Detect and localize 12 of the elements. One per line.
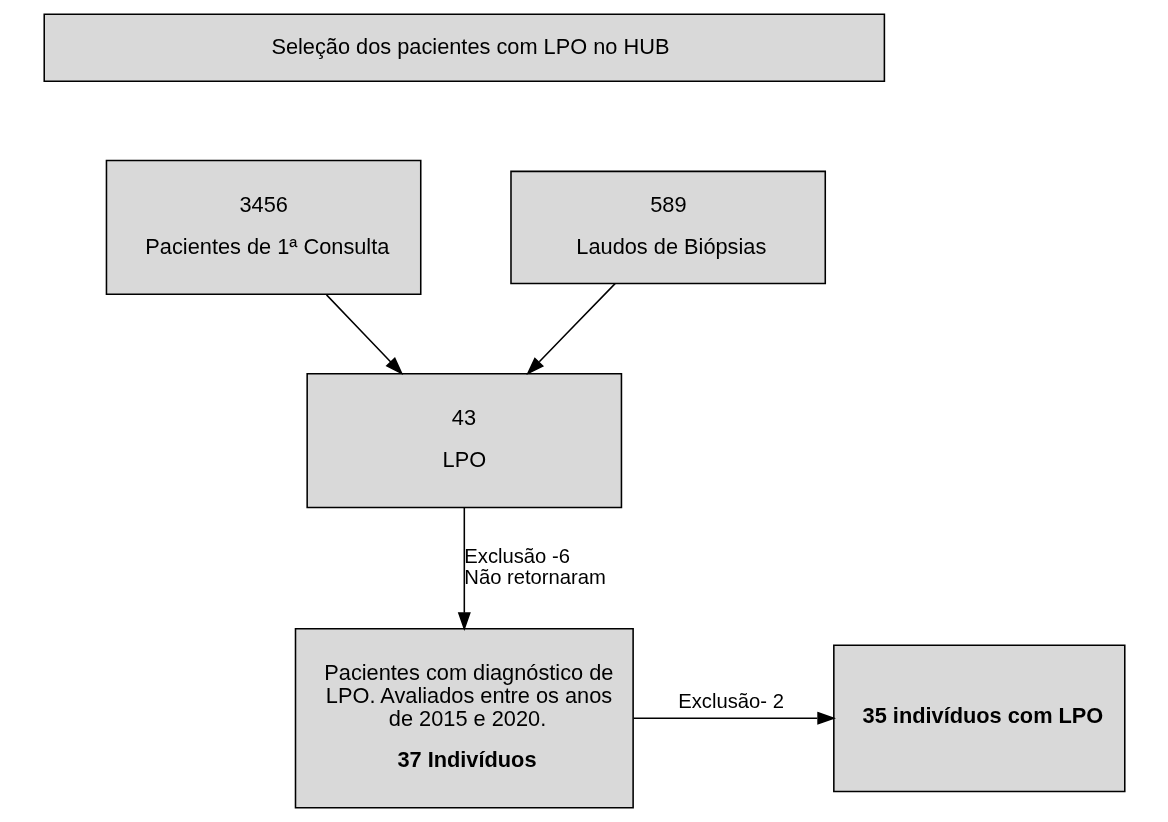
node-box: 589 Laudos de Biópsias bbox=[509, 170, 826, 285]
node-box: 35 indivíduos com LPO bbox=[832, 644, 1126, 793]
arrow bbox=[325, 294, 403, 376]
node-box: 3456 Pacientes de 1ª Consulta bbox=[105, 159, 421, 296]
edge-label: Exclusão -6 Não retornaram bbox=[463, 544, 606, 589]
node-box: 43 LPO bbox=[305, 372, 622, 509]
node-box: Seleção dos pacientes com LPO no HUB bbox=[42, 13, 885, 82]
arrow bbox=[525, 282, 616, 376]
edge-label: Exclusão- 2 bbox=[677, 690, 784, 713]
arrow bbox=[632, 711, 836, 725]
arrow bbox=[457, 507, 471, 631]
node-box: Pacientes com diagnóstico de LPO. Avaliados entre os anos de 2015 e 2020. 37 Indivíduos bbox=[294, 628, 634, 809]
